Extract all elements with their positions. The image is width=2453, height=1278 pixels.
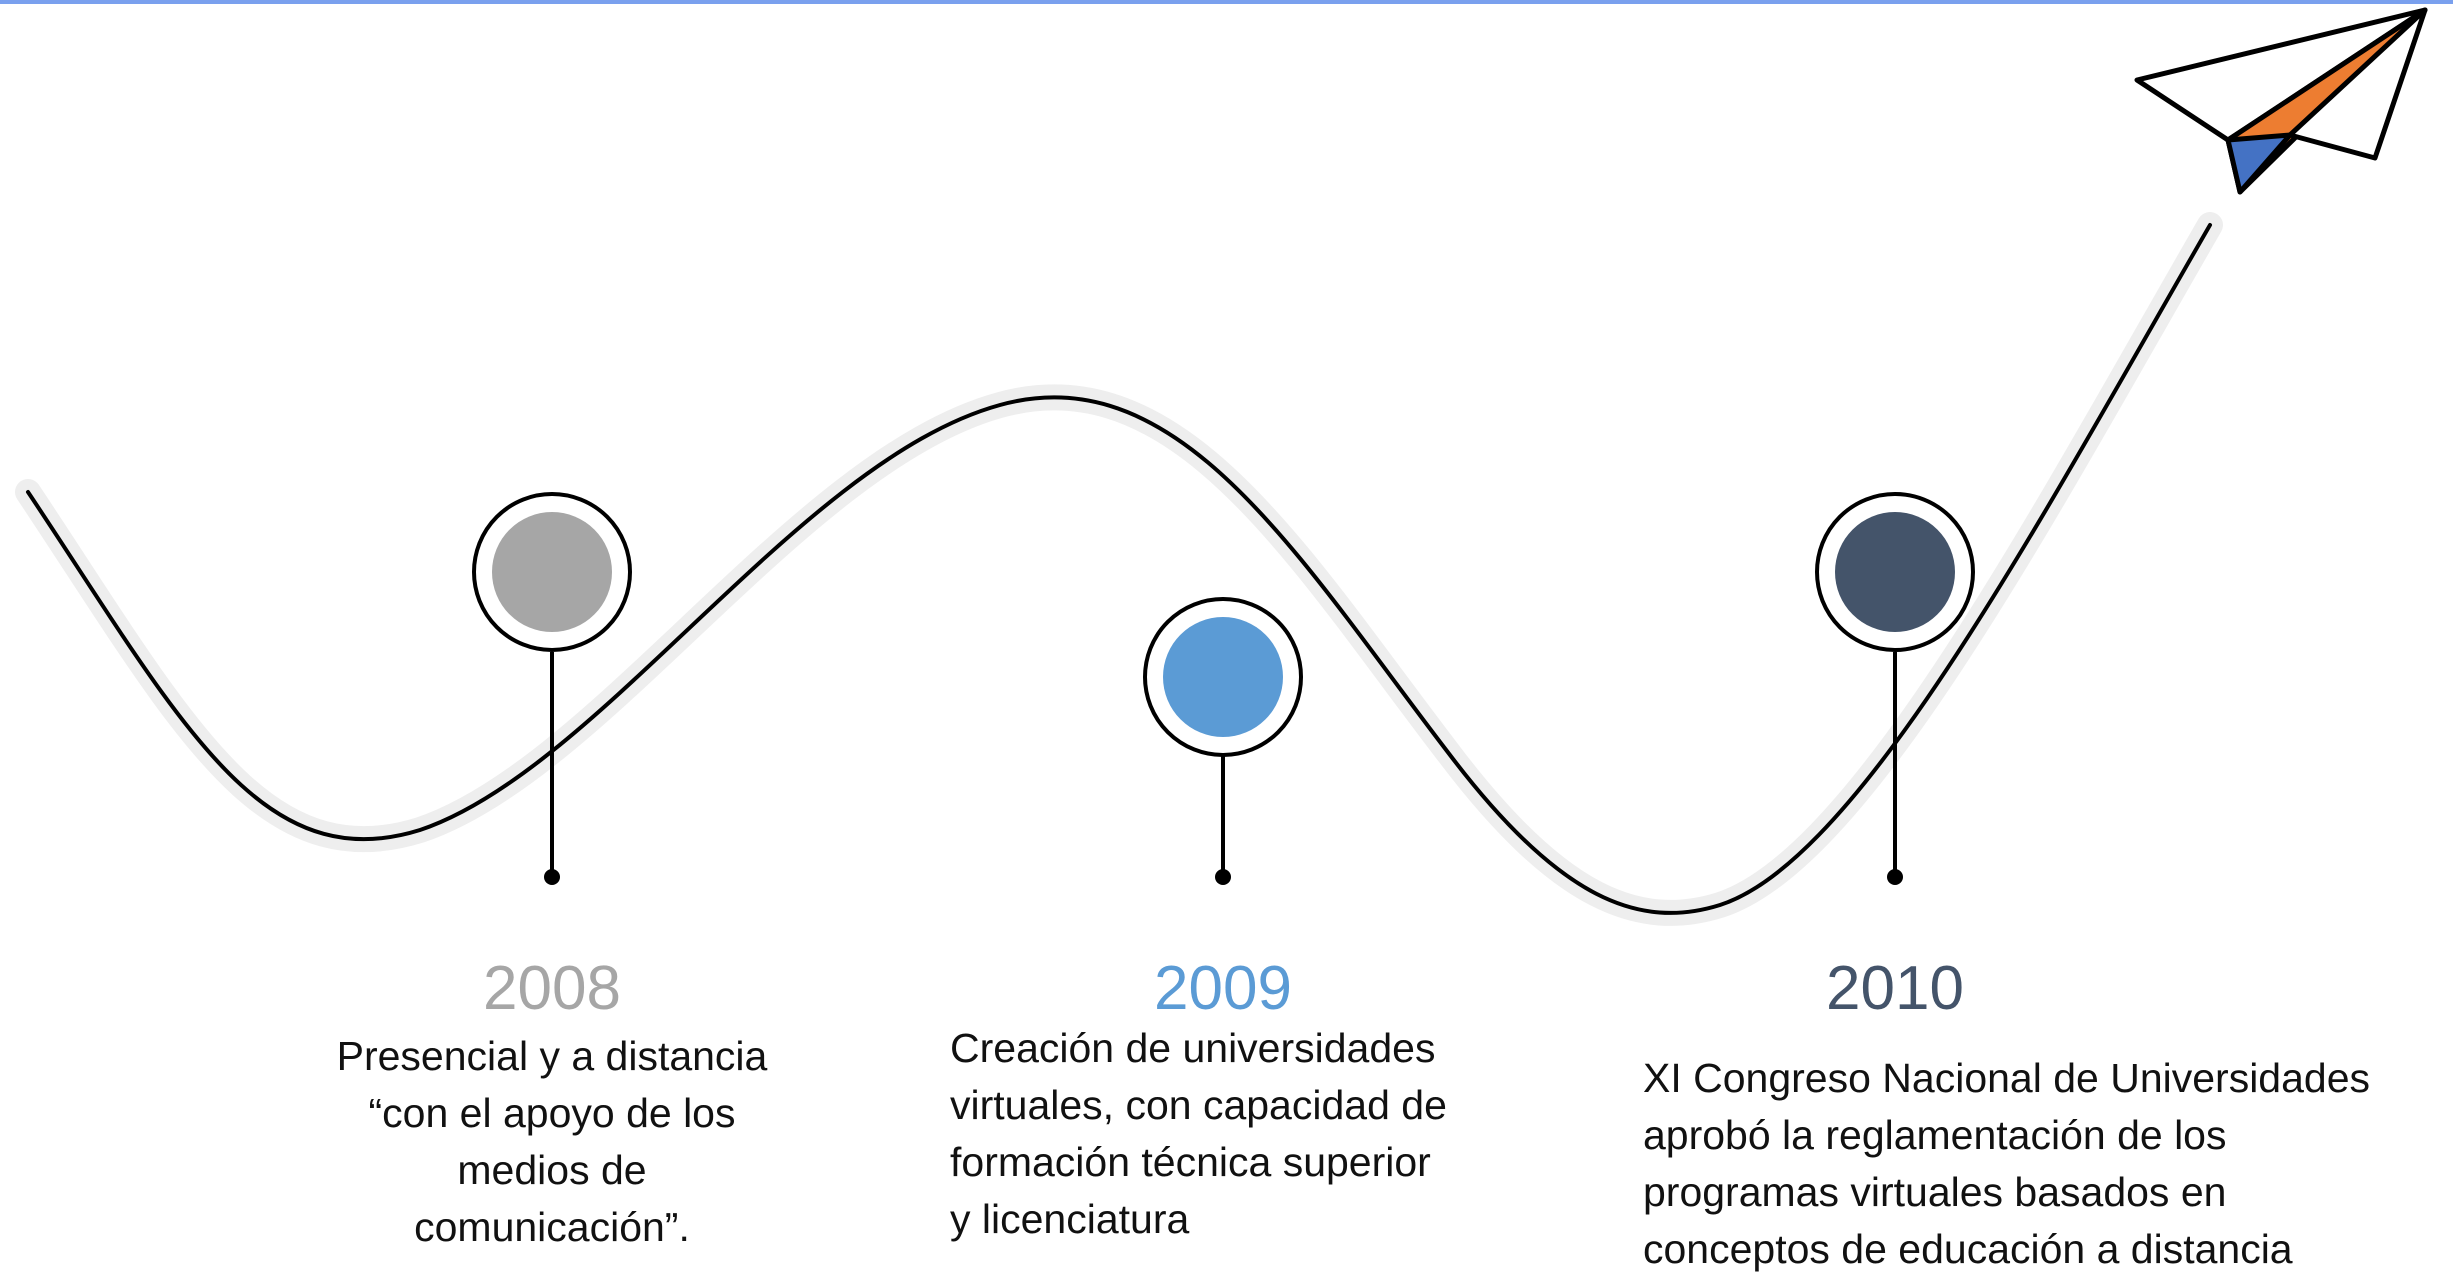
milestone-2009-year: 2009 (1154, 954, 1292, 1023)
description-line: virtuales, con capacidad de (950, 1082, 1447, 1128)
wave-line (26, 223, 2212, 915)
milestone-2009-pin (1143, 597, 1303, 885)
milestone-2010-description: XI Congreso Nacional de Universidades ap… (1643, 1050, 2433, 1278)
description-line: medios de (457, 1147, 647, 1193)
milestone-2008-pin (472, 492, 632, 885)
description-line: Creación de universidades (950, 1025, 1436, 1071)
milestone-2008-year: 2008 (483, 954, 621, 1023)
description-line: Presencial y a distancia (336, 1033, 768, 1079)
top-accent-rule (0, 0, 2453, 4)
description-line: “con el apoyo de los (368, 1090, 736, 1136)
description-line: conceptos de educación a distancia (1643, 1226, 2293, 1272)
milestone-2010-year: 2010 (1826, 954, 1964, 1023)
description-line: formación técnica superior (950, 1139, 1431, 1185)
milestone-2008-description: Presencial y a distancia “con el apoyo d… (282, 1028, 822, 1256)
milestone-2009-description: Creación de universidades virtuales, con… (950, 1020, 1510, 1248)
description-line: aprobó la reglamentación de los (1643, 1112, 2227, 1158)
description-line: comunicación”. (414, 1204, 690, 1250)
description-line: XI Congreso Nacional de Universidades (1643, 1055, 2371, 1101)
milestone-2010-pin (1815, 492, 1975, 885)
milestone-2008-dot (492, 512, 612, 632)
milestone-2010-dot (1835, 512, 1955, 632)
description-line: programas virtuales basados en (1643, 1169, 2227, 1215)
milestone-2009-dot (1163, 617, 1283, 737)
description-line: y licenciatura (950, 1196, 1190, 1242)
paper-plane-icon (2134, 7, 2428, 195)
